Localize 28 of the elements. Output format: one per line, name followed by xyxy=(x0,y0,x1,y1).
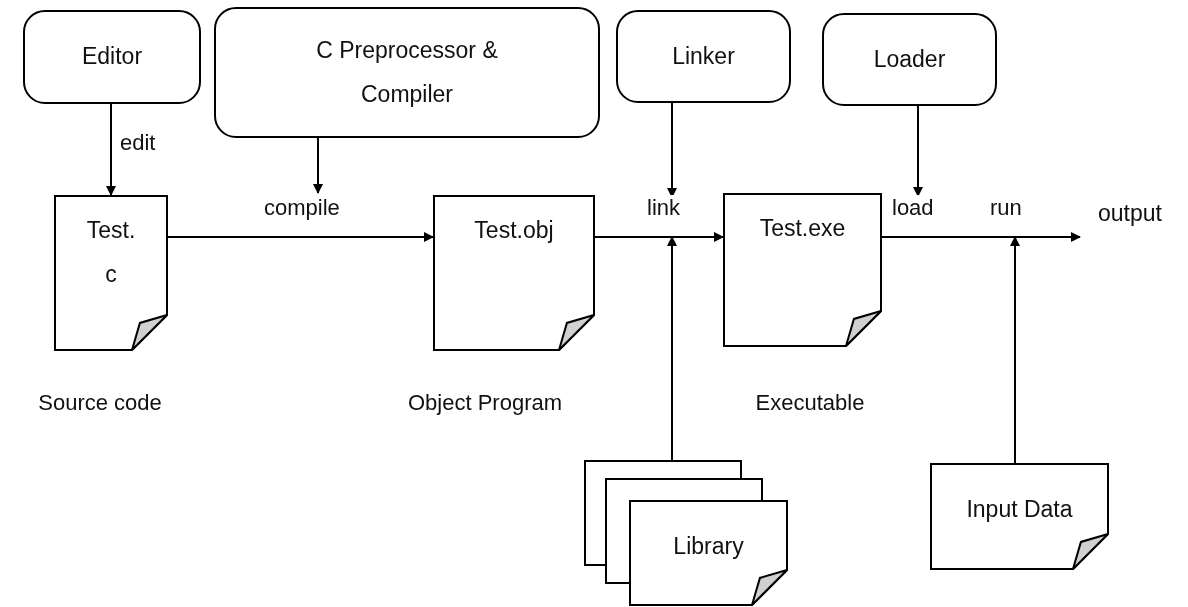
node-label: Object Program xyxy=(406,390,564,416)
node-label: Library xyxy=(672,532,745,561)
node-label: Editor xyxy=(81,42,143,72)
process-box xyxy=(616,10,791,103)
arrow xyxy=(106,103,116,196)
document-shape xyxy=(930,463,1109,570)
arrow xyxy=(667,102,677,198)
arrow xyxy=(167,232,434,242)
node-label: Linker xyxy=(672,41,735,71)
arrow xyxy=(881,232,1081,242)
arrow xyxy=(667,236,677,461)
arrow xyxy=(594,232,724,242)
node-label: C Preprocessor & Compiler xyxy=(315,35,499,109)
document-stack xyxy=(584,460,788,606)
node-label: Test. c xyxy=(85,216,137,289)
process-box xyxy=(214,7,600,138)
node-label: Loader xyxy=(873,44,946,74)
process-box xyxy=(822,13,997,106)
node-label: Input Data xyxy=(965,495,1074,524)
node-label: Test.obj xyxy=(473,216,555,245)
node-label: Source code xyxy=(37,390,163,416)
node-label: Test.exe xyxy=(758,214,847,243)
process-box xyxy=(23,10,201,104)
output-label: output xyxy=(1097,199,1163,228)
arrow xyxy=(313,137,323,194)
arrow xyxy=(1010,236,1020,464)
arrow xyxy=(913,105,923,197)
node-label: Executable xyxy=(754,390,866,416)
